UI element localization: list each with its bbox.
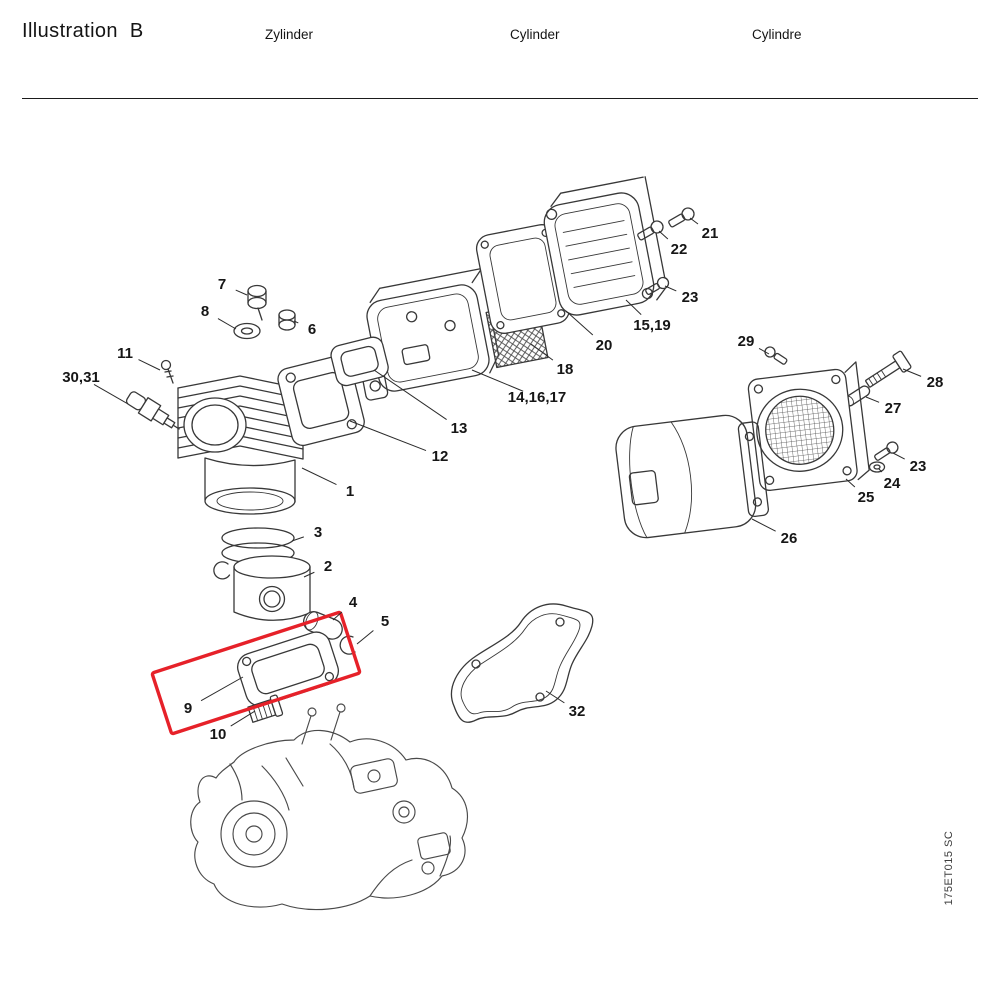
leader-8 xyxy=(217,318,237,330)
callout-26: 26 xyxy=(781,530,798,547)
callout-3: 3 xyxy=(314,524,322,541)
leader-2 xyxy=(303,571,315,578)
leader-1 xyxy=(301,467,337,485)
leader-24 xyxy=(878,468,883,473)
callout-layer: 7861130,3113121324591014,16,17182015,192… xyxy=(62,217,944,743)
callout-13: 13 xyxy=(451,420,468,437)
callout-22: 22 xyxy=(671,241,688,258)
part-screw-23-left xyxy=(645,276,670,296)
part-screw-23-right xyxy=(874,441,899,461)
callout-5: 5 xyxy=(381,613,389,630)
callout-32: 32 xyxy=(569,703,586,720)
part-gasket-13 xyxy=(330,336,389,387)
highlight-box xyxy=(150,610,362,736)
part-screw-11 xyxy=(160,359,174,384)
leader-6 xyxy=(293,320,299,324)
callout-9: 9 xyxy=(184,700,192,717)
leader-5 xyxy=(356,630,374,645)
leader-25 xyxy=(845,478,856,488)
part-bolt-28 xyxy=(865,350,912,388)
leader-15,19 xyxy=(625,299,642,315)
callout-24: 24 xyxy=(884,475,901,492)
part-screw-10 xyxy=(247,694,284,723)
callout-10: 10 xyxy=(210,726,227,743)
callout-23: 23 xyxy=(910,458,927,475)
callout-21: 21 xyxy=(702,225,719,242)
leader-13 xyxy=(373,369,447,420)
part-arrestor-plate xyxy=(747,361,870,491)
label-german: Zylinder xyxy=(265,27,314,42)
callout-11: 11 xyxy=(117,345,133,362)
callout-1: 1 xyxy=(346,483,354,500)
callout-14,16,17: 14,16,17 xyxy=(508,389,566,406)
crankcase-assembly xyxy=(190,703,469,911)
part-washer-24 xyxy=(868,461,886,473)
label-english: Cylinder xyxy=(510,27,560,42)
callout-27: 27 xyxy=(885,400,902,417)
callout-28: 28 xyxy=(927,374,944,391)
part-screw-21 xyxy=(668,207,695,228)
leader-12 xyxy=(349,420,427,452)
leader-22 xyxy=(658,230,669,240)
callout-25: 25 xyxy=(858,489,875,506)
callout-6: 6 xyxy=(308,321,316,338)
leader-10 xyxy=(230,710,256,727)
callout-15,19: 15,19 xyxy=(633,317,671,334)
part-washer-8 xyxy=(233,322,261,340)
leader-7 xyxy=(235,289,248,296)
leader-30,31 xyxy=(93,384,129,405)
part-cylinder xyxy=(177,375,304,515)
header-divider xyxy=(22,98,978,99)
part-nut-6 xyxy=(278,309,296,331)
callout-12: 12 xyxy=(432,448,449,465)
leader-18 xyxy=(530,343,554,361)
leader-23 xyxy=(892,452,905,460)
leader-28 xyxy=(902,368,922,377)
part-muffler-shell xyxy=(362,267,500,401)
leader-32 xyxy=(545,690,565,704)
callout-29: 29 xyxy=(738,333,755,350)
leader-3 xyxy=(291,536,304,542)
drawing-number: 175ET015 SC xyxy=(943,830,955,906)
page-title: Illustration B xyxy=(22,20,144,42)
part-muffler-body xyxy=(615,414,770,539)
callout-23: 23 xyxy=(682,289,699,306)
leader-21 xyxy=(689,217,699,225)
callout-8: 8 xyxy=(201,303,209,320)
leader-20 xyxy=(565,310,594,336)
part-stud-7 xyxy=(247,284,267,321)
leader-27 xyxy=(865,396,880,403)
callout-30,31: 30,31 xyxy=(62,369,100,386)
callout-2: 2 xyxy=(324,558,332,575)
callout-20: 20 xyxy=(596,337,613,354)
label-french: Cylindre xyxy=(752,27,802,42)
part-muffler-cover xyxy=(543,176,668,316)
leader-4 xyxy=(332,611,343,621)
leader-23 xyxy=(664,285,677,292)
part-gasket-32 xyxy=(450,603,594,723)
part-spark-plug xyxy=(125,391,180,430)
leader-11 xyxy=(138,359,161,371)
leader-29 xyxy=(758,347,770,355)
leader-26 xyxy=(751,518,776,532)
leader-14,16,17 xyxy=(471,369,524,392)
leader-9 xyxy=(200,676,244,702)
part-piston xyxy=(233,555,311,621)
callout-4: 4 xyxy=(349,594,358,611)
part-clip-left xyxy=(213,561,231,580)
callout-7: 7 xyxy=(218,276,226,293)
part-screw-29 xyxy=(764,346,788,365)
callout-18: 18 xyxy=(557,361,574,378)
